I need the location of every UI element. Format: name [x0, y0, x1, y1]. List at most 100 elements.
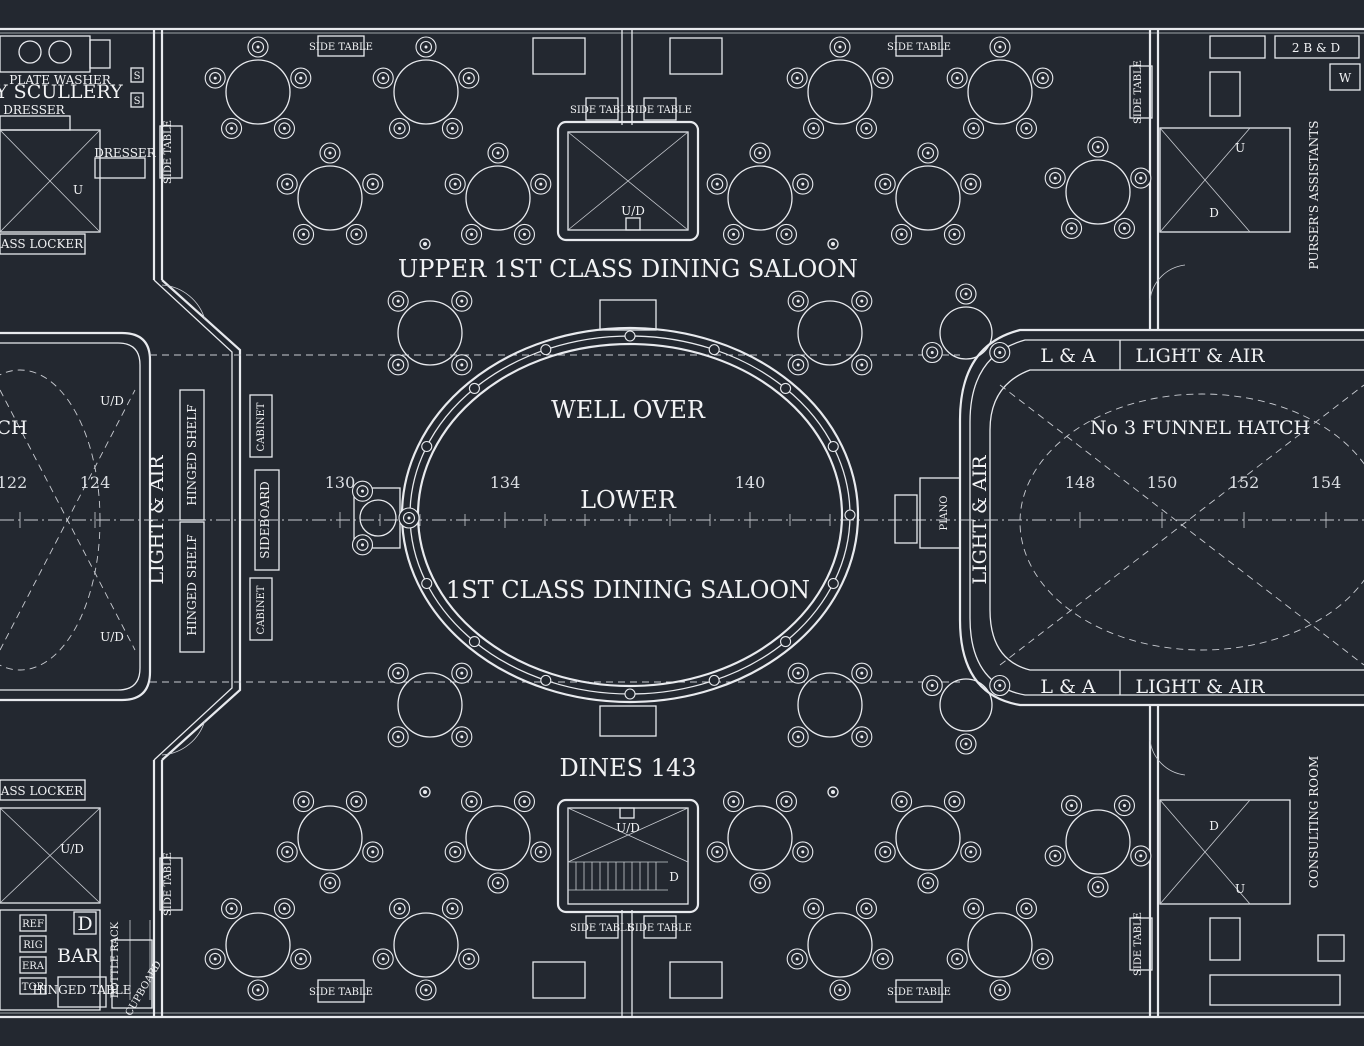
ch-label: CH: [0, 417, 28, 439]
chair: [362, 173, 384, 195]
chair: [1044, 167, 1066, 189]
well-post: [468, 636, 480, 648]
chair: [1113, 217, 1136, 239]
chair: [989, 979, 1011, 1001]
chair: [1087, 136, 1109, 158]
ud-left-top: U/D: [100, 394, 124, 408]
chair: [292, 223, 315, 245]
chair: [273, 898, 296, 920]
side-table-label: SIDE TABLE: [628, 105, 692, 116]
chair: [451, 662, 473, 684]
chair: [387, 726, 409, 748]
dining-table: [786, 36, 894, 139]
dining-table: [1044, 136, 1152, 239]
centerline: [0, 354, 1364, 683]
left-room-labels: PLATE WASHER RY SCULLERY DRESSER DRESSER…: [0, 71, 272, 1018]
chair: [962, 117, 985, 139]
well-post: [624, 688, 636, 700]
right-rooms: [1159, 35, 1361, 1006]
scullery-label: RY SCULLERY: [0, 81, 123, 103]
la-top-label: L & A: [1040, 345, 1096, 367]
chair: [247, 36, 269, 58]
chair: [220, 117, 243, 139]
doors: [161, 264, 1186, 776]
chair: [802, 898, 825, 920]
chair: [458, 948, 480, 970]
chair: [989, 674, 1011, 697]
chair: [874, 173, 896, 195]
side-table-label: SIDE TABLE: [628, 923, 692, 934]
chair: [749, 872, 771, 894]
locker-bottom-label: LASS LOCKER: [0, 784, 84, 798]
sideboard-area: [179, 389, 280, 653]
chair: [372, 67, 394, 89]
chair: [372, 948, 394, 970]
well-post: [468, 382, 480, 394]
chair: [292, 791, 315, 813]
locker-top-label: LASS LOCKER: [0, 237, 84, 251]
chair: [955, 283, 977, 305]
lower-label: LOWER: [580, 486, 677, 514]
frame-130: 130: [325, 473, 356, 492]
chair: [415, 979, 437, 1001]
chair: [345, 223, 368, 245]
chair: [451, 354, 473, 376]
chair: [851, 290, 873, 312]
chair: [1015, 117, 1038, 139]
chair: [530, 173, 552, 195]
well-post: [708, 344, 720, 356]
u-right-top: U: [1235, 141, 1245, 155]
chair: [921, 341, 943, 364]
stairwell-top: [556, 120, 700, 242]
left-hatch: [0, 369, 136, 671]
side-table-label: SIDE TABLE: [309, 987, 373, 998]
chair: [749, 142, 771, 164]
ud-left-bottom: U/D: [100, 630, 124, 644]
chair: [874, 841, 896, 863]
chair: [273, 117, 296, 139]
frame-148: 148: [1065, 473, 1096, 492]
chair: [829, 979, 851, 1001]
dining-table: [874, 142, 982, 245]
chair: [513, 223, 536, 245]
plate-washer-label: PLATE WASHER: [9, 73, 111, 87]
dining-table: [204, 36, 312, 139]
chair: [890, 791, 913, 813]
chair: [441, 117, 464, 139]
chair: [487, 872, 509, 894]
cabinet-top-label: CABINET: [256, 402, 267, 451]
chair: [388, 898, 411, 920]
chair: [787, 662, 809, 684]
dresser-label: DRESSER: [94, 146, 156, 160]
dining-table: [276, 791, 384, 894]
well-post: [844, 509, 856, 521]
frame-140: 140: [735, 473, 766, 492]
chair: [387, 662, 409, 684]
d-right-bottom: D: [1209, 819, 1219, 833]
chair: [351, 480, 374, 502]
chair: [786, 67, 808, 89]
pursers-label: PURSER'S ASSISTANTS: [1307, 121, 1321, 270]
side-table-label: SIDE TABLE: [570, 923, 634, 934]
chair: [319, 142, 341, 164]
chair: [1087, 876, 1109, 898]
chair: [276, 173, 298, 195]
dining-table: [921, 283, 1011, 364]
chair: [792, 173, 814, 195]
dining-table: [921, 674, 1011, 755]
chair: [917, 142, 939, 164]
bar-label: BAR: [57, 945, 100, 967]
well-post: [827, 440, 839, 453]
chair: [851, 726, 873, 748]
dining-table: [351, 480, 420, 556]
light-air-vertical-label: LIGHT & AIR: [969, 455, 991, 585]
chair: [890, 223, 913, 245]
chair: [851, 662, 873, 684]
dining-table: [706, 142, 814, 245]
ud-top-stair: U/D: [621, 204, 645, 218]
funnel-hatch-label: No 3 FUNNEL HATCH: [1090, 417, 1310, 439]
chair: [415, 36, 437, 58]
chair: [1032, 67, 1054, 89]
chair: [458, 67, 480, 89]
dining-tables: [204, 36, 1152, 1001]
